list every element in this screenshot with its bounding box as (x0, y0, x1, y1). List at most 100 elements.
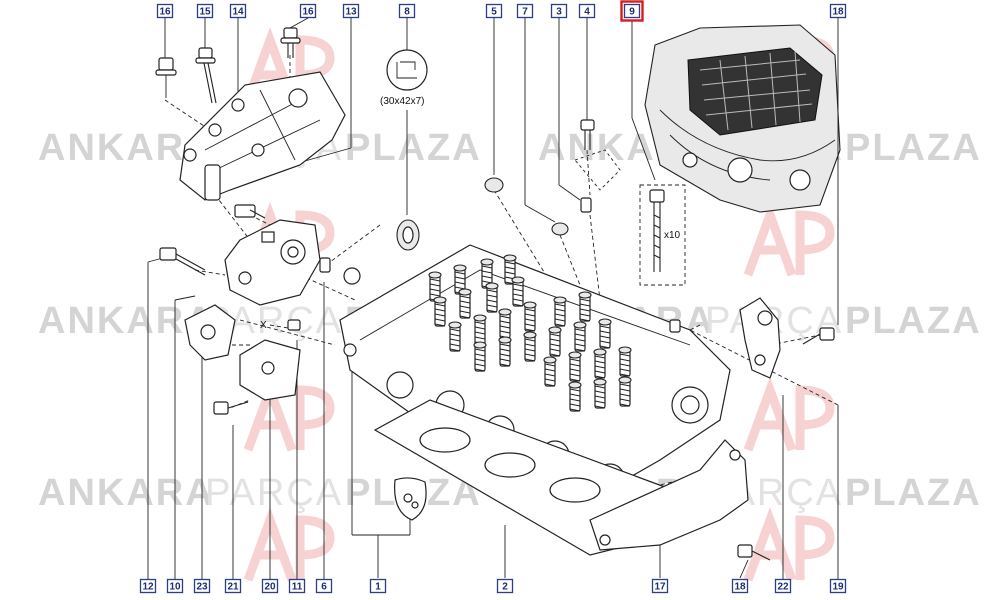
callout-c18a: 18 (829, 3, 847, 19)
watermark-word-parca: PARÇA (205, 472, 343, 514)
upper-engine-bracket-14 (179, 71, 346, 201)
valve-spring (428, 271, 442, 302)
valve-spring (523, 301, 537, 332)
valve-spring (498, 308, 512, 339)
valve-spring (448, 321, 462, 352)
callout-number: 18 (832, 7, 844, 18)
callout-number: 3 (556, 7, 562, 18)
valve-spring (593, 378, 607, 409)
valve-spring (593, 348, 607, 379)
watermark-logo-mark (743, 201, 835, 277)
callout-c3: 3 (550, 3, 568, 19)
callout-c22: 22 (774, 578, 792, 594)
callout-number: 6 (321, 582, 327, 593)
seal-size-label: (30x42x7) (380, 96, 424, 107)
nut-5 (484, 177, 504, 193)
callout-number: 1 (375, 582, 381, 593)
bracket-13 (224, 204, 361, 306)
cylinder-head-1 (339, 244, 731, 501)
callout-number: 9 (629, 7, 635, 18)
callout-c16b: 16 (299, 3, 317, 19)
valve-spring (485, 282, 499, 313)
valve-spring (578, 291, 592, 322)
valve-spring (543, 356, 557, 387)
callout-c9: 9 (620, 0, 644, 22)
callout-number: 7 (522, 7, 528, 18)
valve-spring (568, 381, 582, 412)
valve-spring (433, 296, 447, 327)
callout-c12: 12 (139, 578, 157, 594)
callout-number: 8 (404, 7, 410, 18)
watermark-word-ankara: ANKARA (38, 472, 215, 514)
callout-c15: 15 (196, 3, 214, 19)
callout-number: 21 (227, 582, 239, 593)
callout-number: 15 (199, 7, 211, 18)
dowel-3 (580, 197, 592, 213)
callout-c10: 10 (166, 578, 184, 594)
bolt-16-right (280, 27, 301, 58)
callout-number: 23 (196, 582, 208, 593)
valve-spring (498, 336, 512, 367)
callout-c4: 4 (578, 3, 596, 19)
bolt-bag-1 (394, 477, 427, 521)
part-10 (184, 304, 236, 361)
callout-c5: 5 (485, 3, 503, 19)
callout-c13: 13 (342, 3, 360, 19)
heat-shield-17 (589, 439, 749, 551)
watermark-logo-mark (743, 506, 835, 582)
valve-spring (598, 318, 612, 349)
callout-c17: 17 (651, 578, 669, 594)
valve-spring (523, 331, 537, 362)
callout-c2: 2 (496, 578, 514, 594)
bolt-quantity-label: x10 (664, 230, 681, 241)
watermark-logo-mark (243, 376, 335, 452)
callout-c6: 6 (315, 578, 333, 594)
callout-c18b: 18 (731, 578, 749, 594)
callout-c21: 21 (224, 578, 242, 594)
bolt-4 (574, 119, 621, 191)
callout-number: 19 (832, 582, 844, 593)
callout-c1: 1 (369, 578, 387, 594)
watermark-word-ankara: ANKARA (38, 300, 215, 342)
callout-c19: 19 (829, 578, 847, 594)
valve-spring (553, 296, 567, 327)
part-20 (239, 339, 301, 401)
bolt-12 (159, 247, 206, 276)
valve-spring (568, 351, 582, 382)
callout-number: 10 (169, 582, 181, 593)
callout-c16a: 16 (156, 3, 174, 19)
valve-spring (473, 341, 487, 372)
callout-number: 12 (142, 582, 154, 593)
valve-spring (480, 258, 494, 289)
callout-c11: 11 (288, 578, 306, 594)
callout-number: 11 (292, 582, 303, 593)
callout-number: 16 (159, 7, 171, 18)
callout-number: 20 (264, 582, 276, 593)
watermark-word-plaza: PLAZA (845, 300, 982, 342)
valve-spring-group (428, 254, 632, 412)
watermark-logo-mark (243, 506, 335, 582)
bolt-21 (213, 401, 249, 415)
callout-c8: 8 (398, 3, 416, 19)
valve-spring (618, 376, 632, 407)
screw-11: X (260, 319, 301, 331)
bolt-18-upper (802, 327, 835, 345)
callout-number: 13 (345, 7, 357, 18)
callout-number: 16 (302, 7, 314, 18)
highlight-frame (620, 0, 644, 22)
callout-c7: 7 (516, 3, 534, 19)
bolt-16-left (155, 57, 177, 98)
callout-c14: 14 (229, 3, 247, 19)
callout-number: 18 (734, 582, 746, 593)
watermark-word-plaza: PLAZA (845, 127, 982, 169)
valve-spring (503, 254, 517, 285)
callout-number: 14 (232, 7, 244, 18)
valve-spring (511, 276, 525, 307)
lifting-bracket-19 (739, 297, 781, 379)
watermark-word-plaza: PLAZA (845, 472, 982, 514)
callout-number: 22 (777, 582, 789, 593)
callout-number: 17 (654, 582, 666, 593)
